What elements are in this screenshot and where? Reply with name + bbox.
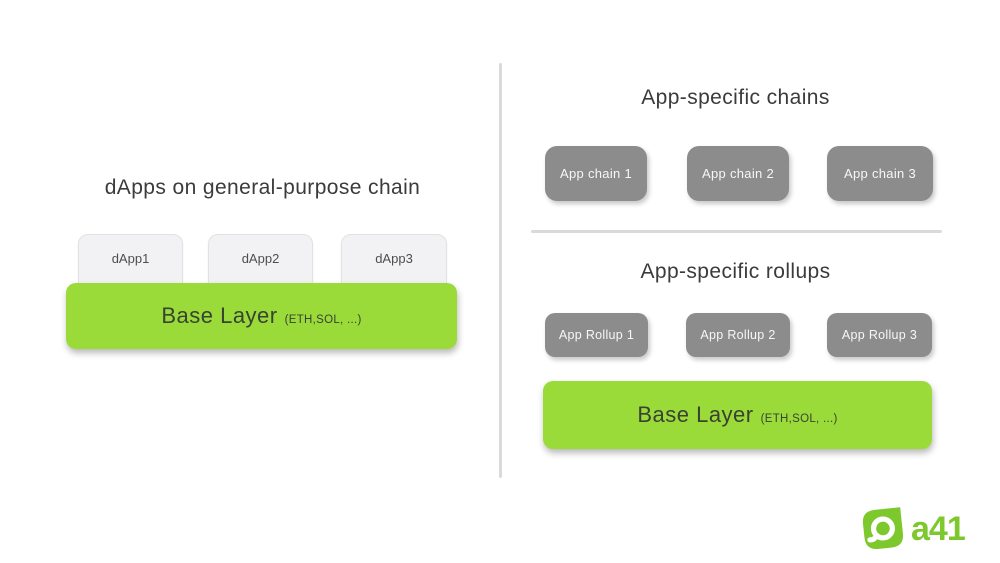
base-layer-box-right: Base Layer (ETH,SOL, ...) — [543, 381, 932, 449]
base-layer-left-sublabel: (ETH,SOL, ...) — [284, 314, 362, 326]
rollups-section-title: App-specific rollups — [640, 260, 831, 283]
dapp-box-1-label: dApp1 — [111, 250, 150, 266]
app-rollup-box-3: App Rollup 3 — [827, 313, 932, 357]
app-rollup-box-1-label: App Rollup 1 — [558, 328, 635, 342]
app-chain-box-2-label: App chain 2 — [702, 166, 774, 181]
a41-mark-icon — [862, 507, 904, 550]
app-chain-box-3: App chain 3 — [827, 146, 933, 201]
left-section-title: dApps on general-purpose chain — [104, 176, 421, 199]
horizontal-divider — [531, 230, 942, 233]
base-layer-right-label: Base Layer — [637, 402, 754, 427]
a41-logo: a41 — [860, 506, 966, 552]
a41-wordmark: a41 — [911, 510, 966, 548]
app-rollup-box-1: App Rollup 1 — [545, 313, 648, 357]
vertical-divider — [499, 63, 502, 478]
base-layer-box-left: Base Layer (ETH,SOL, ...) — [66, 283, 457, 349]
app-rollup-box-3-label: App Rollup 3 — [841, 328, 918, 342]
dapp-box-2-label: dApp2 — [241, 250, 280, 266]
app-chain-box-3-label: App chain 3 — [844, 166, 916, 181]
dapp-box-3: dApp3 — [341, 234, 447, 292]
app-chain-box-1-label: App chain 1 — [560, 166, 632, 181]
app-rollup-box-2-label: App Rollup 2 — [700, 328, 776, 342]
app-chain-box-2: App chain 2 — [687, 146, 789, 201]
app-rollup-box-2: App Rollup 2 — [686, 313, 790, 357]
app-chain-box-1: App chain 1 — [545, 146, 647, 201]
dapp-box-1: dApp1 — [78, 234, 183, 292]
base-layer-left-label: Base Layer — [161, 303, 278, 328]
dapp-box-3-label: dApp3 — [375, 250, 413, 266]
base-layer-right-sublabel: (ETH,SOL, ...) — [760, 413, 838, 425]
base-layer-left-text: Base Layer (ETH,SOL, ...) — [161, 303, 361, 329]
chains-section-title: App-specific chains — [641, 86, 830, 109]
base-layer-right-text: Base Layer (ETH,SOL, ...) — [637, 402, 837, 428]
